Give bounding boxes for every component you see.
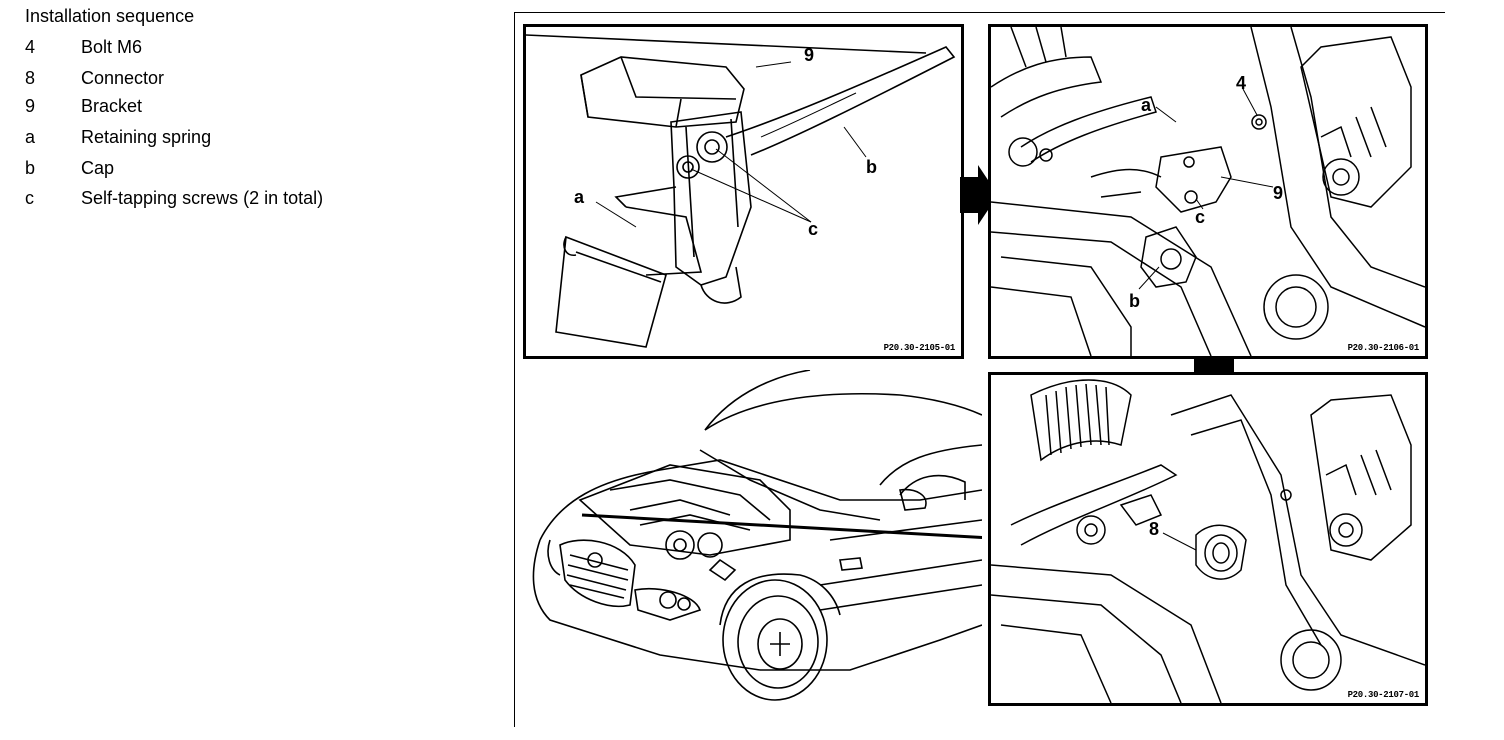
callout-spring: a [1141,95,1152,115]
panel-engine-bay-bracket: a 4 9 c b P20.30-2106-01 [988,24,1428,359]
figure-frame [514,12,1445,727]
frame-rail [991,564,1222,703]
panel-connector-detail: 8 P20.30-2107-01 [988,372,1428,706]
legend-key: 9 [25,96,36,116]
engine-bay [578,464,791,556]
front-wheel [722,579,828,701]
legend-text: Bolt M6 [81,37,143,57]
legend-title: Installation sequence [25,6,195,26]
panel-code: P20.30-2105-01 [883,343,956,353]
engine-bay-bracket-drawing: a 4 9 c b [991,27,1425,356]
star-emblem [587,552,603,568]
legend-key: 4 [25,37,36,57]
detail-pointer [581,513,982,540]
reference-line [526,34,927,54]
arrow-right-icon [960,165,998,225]
callout-bracket: 9 [1273,183,1283,203]
legend-key: 8 [25,68,36,88]
panel-bracket-detail: 9 a b c P20.30-2105-01 [523,24,964,359]
windshield [704,393,982,431]
strut-tower [1300,36,1412,208]
headlight [634,587,702,621]
legend-text: Retaining spring [81,127,212,147]
strut-cap [1263,274,1329,340]
upper-block [580,56,745,128]
legend-key: b [25,158,36,178]
grille [559,539,636,607]
frame-rail [991,201,1252,356]
vehicle-overview-drawing [532,370,982,701]
legend-key: c [25,188,34,208]
callout-screws: c [1195,207,1205,227]
legend-text: Bracket [81,96,143,116]
connector [1195,524,1247,580]
strut-tower [1310,394,1412,561]
screw-boss-lower [676,155,700,179]
bracket [1155,146,1232,213]
callout-connector: 8 [1149,519,1159,539]
connector-detail-drawing: 8 [991,379,1425,703]
hose [991,56,1103,118]
legend-text: Connector [81,68,165,88]
callout-bolt: 4 [1236,73,1246,93]
panel-code: P20.30-2107-01 [1347,690,1420,700]
mirror [899,488,927,511]
bracket-plate [670,111,752,286]
bracket-detail-drawing: 9 a b c [526,34,956,348]
strut-cap [1280,629,1342,691]
callout-screws: c [808,219,818,239]
callout-cap: b [1129,291,1140,311]
retaining-spring [555,235,667,348]
corrugated-hose [1030,379,1132,462]
body-outline [539,459,982,541]
pipe [1020,96,1157,163]
screw-boss-upper [696,131,728,163]
callout-bracket: 9 [804,45,814,65]
cap [1140,226,1197,288]
panel-code: P20.30-2106-01 [1347,343,1420,353]
legend-text: Cap [81,158,115,178]
bolt [1251,114,1267,130]
callout-cap: b [866,157,877,177]
bracket-arm [725,46,956,156]
pipe [1010,464,1178,546]
legend-text: Self-tapping screws (2 in total) [81,188,324,208]
callout-spring: a [574,187,585,207]
legend-key: a [25,127,36,147]
